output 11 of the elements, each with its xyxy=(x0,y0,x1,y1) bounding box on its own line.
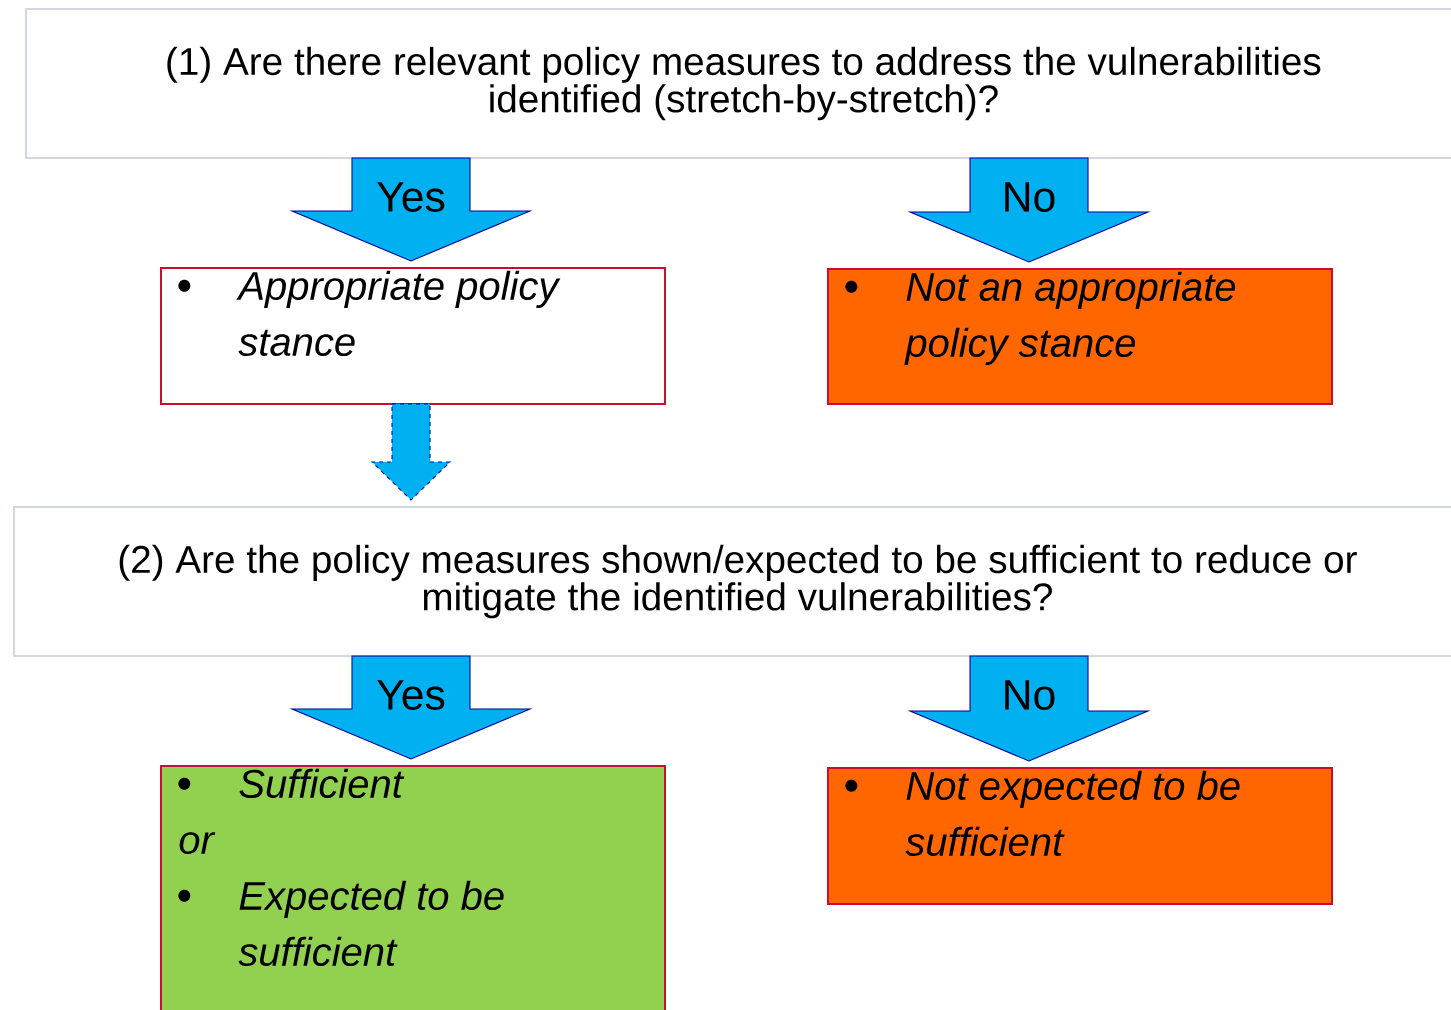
edge-label: Yes xyxy=(374,180,448,214)
outcome-box: Not expected to be sufficient xyxy=(827,767,1333,905)
outcome-box: Not an appropriate policy stance xyxy=(827,268,1333,405)
question-box: (2) Are the policy measures shown/expected to be sufficient to reduce or mitigate the identified vulnerabilities? xyxy=(13,506,1451,658)
question-box: (1) Are there relevant policy measures to address the vulnerabilities identified (stretch-by-stretch)? xyxy=(25,8,1451,160)
outcome-box: Sufficient or Expected to be sufficient xyxy=(160,765,666,1010)
block-arrow xyxy=(370,403,452,501)
edge-label: Yes xyxy=(374,678,448,712)
edge-label: No xyxy=(1000,180,1058,214)
outcome-box: Appropriate policy stance xyxy=(160,267,666,405)
edge-label: No xyxy=(1000,678,1058,712)
